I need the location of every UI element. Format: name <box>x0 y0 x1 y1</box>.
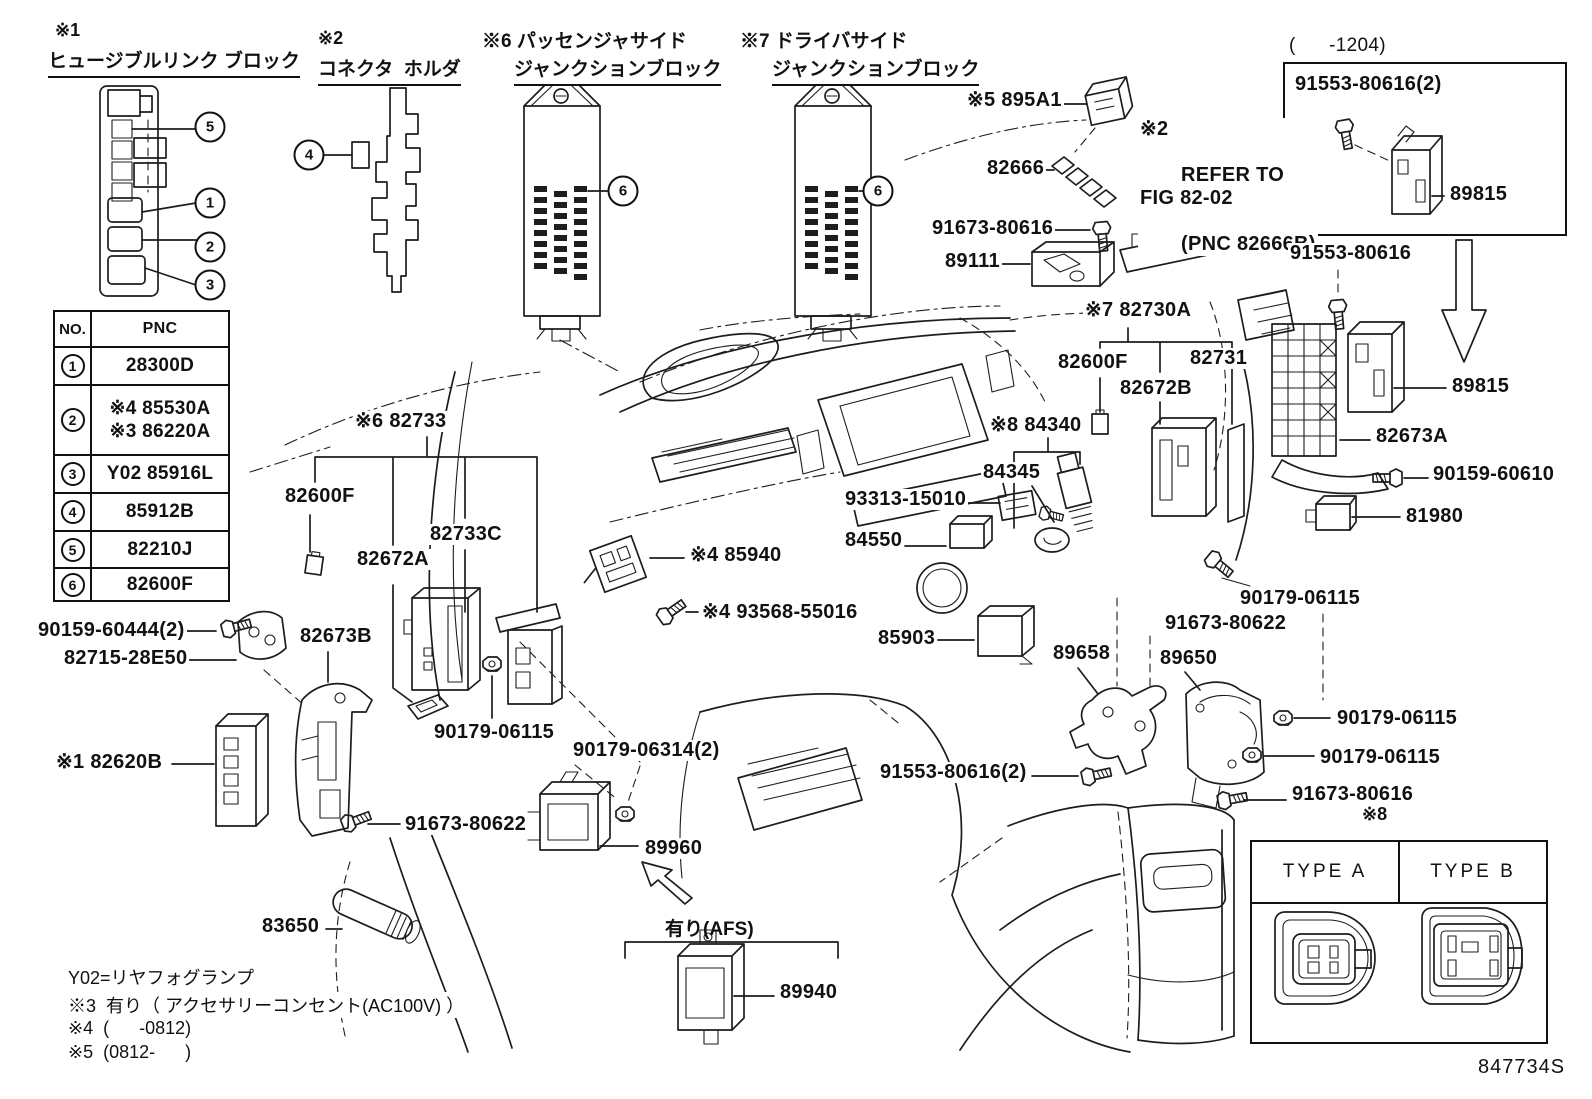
down-arrow-icon <box>1441 239 1487 363</box>
console-box-drawing <box>939 803 1235 1051</box>
fusible-link-block-drawing <box>99 85 197 297</box>
type-b-connector-drawing <box>1421 907 1523 1005</box>
instrument-panel-drawing <box>249 289 1295 1053</box>
type-a-connector-drawing <box>1274 911 1376 1005</box>
stoplamp-switch-drawing <box>904 437 1094 553</box>
lower-center-modules-drawing <box>325 765 839 1045</box>
passenger-junction-block-drawing <box>523 81 609 342</box>
right-modules-drawing <box>1091 321 1447 531</box>
driver-junction-block-drawing <box>794 81 872 342</box>
inset-89815-drawing <box>1333 117 1445 215</box>
connector-holder-drawing <box>322 87 421 293</box>
junction-group-left-drawing <box>304 436 563 720</box>
construction-lines <box>559 313 1047 801</box>
left-bracket-cluster-drawing <box>171 610 401 837</box>
relay-cluster-drawing <box>904 76 1350 331</box>
right-bracket-cluster-drawing <box>1031 547 1331 812</box>
center-connectors-drawing <box>583 534 1035 665</box>
